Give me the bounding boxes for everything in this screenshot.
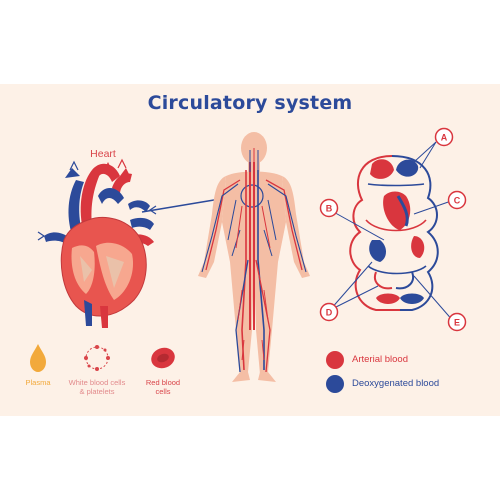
marker-d: D xyxy=(319,302,339,322)
circulation-schematic xyxy=(329,141,455,323)
svg-text:A: A xyxy=(441,133,448,143)
svg-text:E: E xyxy=(454,318,460,328)
legend-arterial-label: Arterial blood xyxy=(352,354,408,365)
heart-illustration xyxy=(37,158,157,328)
marker-c: C xyxy=(447,190,467,210)
svg-text:B: B xyxy=(326,204,333,214)
human-body-illustration xyxy=(198,132,310,382)
page-title: Circulatory system xyxy=(147,92,353,114)
marker-a: A xyxy=(434,127,454,147)
svg-text:C: C xyxy=(454,196,461,206)
red-blood-cell-icon xyxy=(151,347,175,369)
red-blood-cells-label: Red blood cells xyxy=(145,378,181,396)
marker-b: B xyxy=(319,198,339,218)
plasma-drop-icon xyxy=(30,344,46,372)
white-blood-cells-label: White blood cells & platelets xyxy=(68,378,126,396)
legend-venous-dot xyxy=(326,375,344,393)
plasma-label: Plasma xyxy=(25,378,51,387)
marker-e: E xyxy=(447,312,467,332)
white-blood-cells-icon xyxy=(84,345,110,371)
heart-label: Heart xyxy=(90,148,116,160)
legend-venous-label: Deoxygenated blood xyxy=(352,378,440,389)
legend-arterial-dot xyxy=(326,351,344,369)
svg-text:D: D xyxy=(326,308,333,318)
